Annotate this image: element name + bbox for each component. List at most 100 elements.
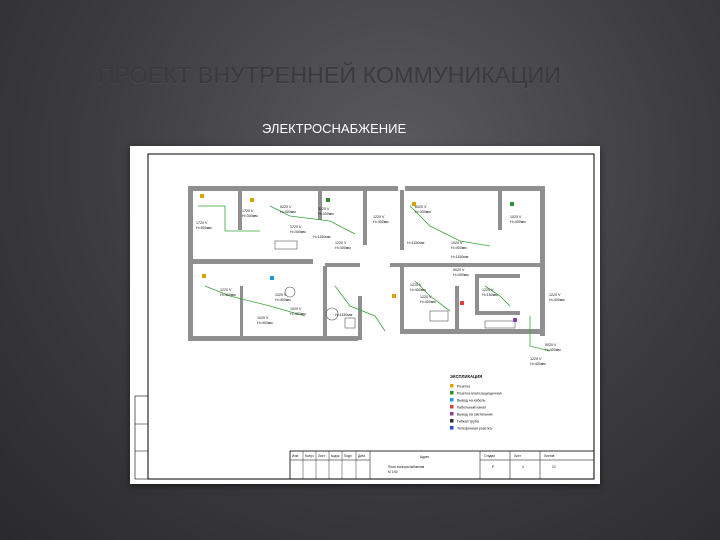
fixtures — [274, 240, 516, 329]
plan-label: 5020 V — [453, 268, 465, 272]
socket-icon — [200, 194, 204, 198]
wall — [188, 336, 358, 341]
plan-label: 1020 V — [451, 241, 463, 245]
stamp-value: Р — [492, 465, 494, 469]
plan-label: H=400мм — [549, 298, 565, 302]
plan-label: 1020 V — [257, 316, 269, 320]
fixture — [344, 317, 356, 329]
floor-plan-drawing: 1720 V H=500мм 1720 V H=300мм 5220 V H=4… — [134, 153, 595, 480]
wall — [498, 190, 502, 230]
slide-subtitle: ЭЛЕКТРОСНАБЖЕНИЕ — [262, 121, 407, 136]
socket-icon — [412, 202, 416, 206]
legend-item-label: Вывод на светильник — [457, 413, 493, 417]
stamp-value: 10 — [552, 465, 556, 469]
plan-label: 1220 V — [373, 215, 385, 219]
plan-label: H=400мм — [545, 348, 561, 352]
plan-label: 3220 V — [318, 207, 330, 211]
legend-item-label: Розетка — [457, 385, 470, 389]
light-outlet-icon — [450, 412, 454, 416]
plan-label: H=500мм — [196, 226, 212, 230]
socket-icon — [202, 274, 206, 278]
wall — [238, 190, 242, 230]
plan-label: 1220 V — [420, 295, 432, 299]
legend: ЭКСПЛИКАЦИЯ Розетка Розетка влагозащищен… — [450, 374, 502, 431]
drawing-frame — [147, 153, 595, 480]
fixture — [429, 310, 449, 322]
plan-label: H=400мм — [373, 220, 389, 224]
stamp-col-label: Стадия — [484, 454, 495, 458]
stamp-header-cell: Лист — [318, 454, 325, 458]
legend-item-label: Кабельный канал — [457, 406, 486, 410]
fixture — [274, 240, 298, 250]
plan-label: 1720 V — [196, 221, 208, 225]
socket-icon — [250, 198, 254, 202]
plan-label: 1020 V — [275, 293, 287, 297]
plan-label: H=400мм — [453, 273, 469, 277]
wall — [358, 296, 362, 340]
plan-label: H=300мм — [318, 212, 334, 216]
cable-outlet-icon — [270, 276, 274, 280]
wall — [240, 286, 243, 338]
light-outlet-icon — [513, 318, 517, 322]
plan-label: 1220 V — [335, 241, 347, 245]
stamp-scale: М 1:50 — [388, 470, 398, 474]
plan-label: 1220 V — [220, 288, 232, 292]
plan-label: 5220 V — [280, 205, 292, 209]
plan-label: H=400мм — [290, 312, 306, 316]
plan-label: 1720 V — [290, 225, 302, 229]
wall — [400, 266, 404, 332]
stamp-value: 4 — [522, 465, 524, 469]
fixture — [484, 320, 516, 329]
walls — [188, 186, 545, 341]
plan-label: H=400мм — [257, 321, 273, 325]
legend-title: ЭКСПЛИКАЦИЯ — [450, 374, 482, 379]
plan-label: H=1150мм — [313, 235, 331, 239]
wall — [400, 190, 404, 250]
plan-label: 1020 V — [510, 215, 522, 219]
wall — [455, 286, 459, 331]
stamp-col-label: Листов — [544, 454, 555, 458]
wall — [540, 186, 545, 336]
legend-item-label: Розетка влагозащищенная — [457, 392, 502, 396]
plan-label: H=400мм — [451, 246, 467, 250]
plan-label: 5020 V — [545, 343, 557, 347]
stamp-header-cell: Дата — [358, 454, 365, 458]
drawing-sheet: 1720 V H=500мм 1720 V H=300мм 5220 V H=4… — [130, 146, 600, 484]
plan-label: 1220 V — [410, 283, 422, 287]
cable-channel-icon — [460, 301, 464, 305]
stamp-header-cell: Подп — [344, 454, 352, 458]
plan-label: H=400мм — [290, 230, 306, 234]
plan-label: 1720 V — [242, 209, 254, 213]
wall — [188, 259, 313, 264]
wall — [475, 274, 520, 278]
plan-label: H=1150мм — [451, 255, 469, 259]
plan-labels: 1720 V H=500мм 1720 V H=300мм 5220 V H=4… — [196, 205, 565, 366]
stamp-header-cell: Колуч — [305, 454, 314, 458]
legend-item-label: Гибкая труба — [457, 420, 479, 424]
wall — [318, 190, 322, 220]
wall — [363, 190, 367, 245]
slide-title: ПРОЕКТ ВНУТРЕННЕЙ КОММУНИКАЦИИ — [98, 62, 562, 88]
stamp-frame — [289, 450, 595, 480]
stamp-header-cell: №док — [331, 454, 340, 458]
socket-icon — [392, 294, 396, 298]
wall — [475, 311, 520, 315]
socket-waterproof-icon — [326, 198, 330, 202]
plan-label: 1220 V — [530, 357, 542, 361]
plan-label: H=400мм — [530, 362, 546, 366]
legend-item-label: Вывод на кабель — [457, 399, 485, 403]
cable-channel-icon — [450, 405, 454, 409]
stamp-sheet-title: План электроснабжения — [388, 465, 425, 469]
fixture — [325, 307, 339, 321]
wall — [188, 186, 398, 191]
plan-label: H=150мм — [482, 293, 498, 297]
legend-item-label: Телефонная розетка — [457, 427, 492, 431]
phone-socket-icon — [450, 426, 454, 430]
wall — [390, 263, 540, 267]
socket-waterproof-icon — [450, 391, 454, 395]
stamp-address: Адрес — [420, 455, 430, 459]
socket-icon — [450, 384, 454, 388]
wall — [325, 263, 360, 267]
stamp-col-label: Лист — [514, 454, 521, 458]
plan-label: H=400мм — [280, 210, 296, 214]
